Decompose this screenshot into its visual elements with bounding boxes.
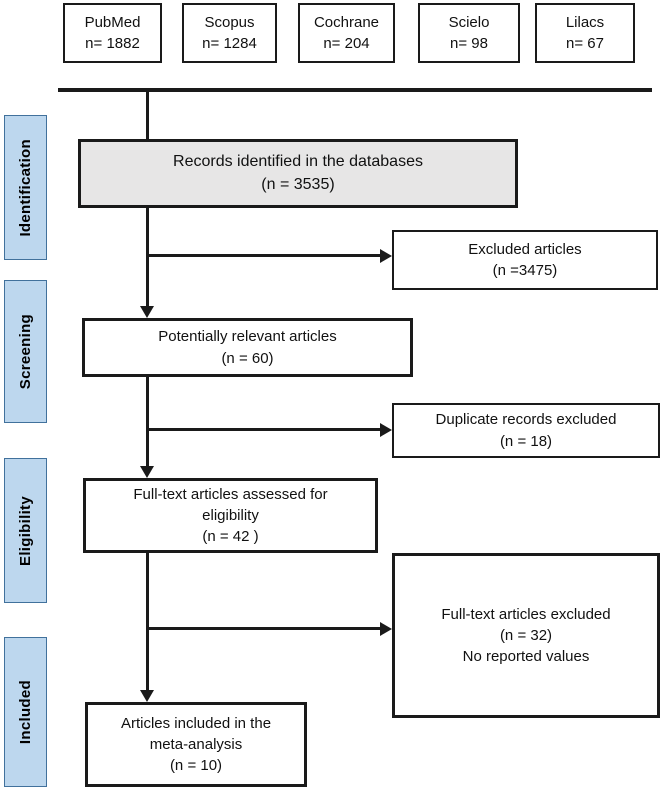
branch-duplicates: [146, 428, 382, 431]
source-box-cochrane: Cochrane n= 204: [298, 3, 395, 63]
connector-identified-to-relevant: [146, 208, 149, 307]
fulltext-assessed-text2: eligibility: [202, 506, 259, 524]
records-identified-box: Records identified in the databases (n =…: [78, 139, 518, 208]
source-count: n= 67: [566, 35, 604, 52]
stage-screening: Screening: [4, 280, 47, 423]
stage-label: Eligibility: [17, 495, 34, 566]
source-name: Scopus: [204, 13, 255, 31]
arrowhead-down-fulltext: [140, 466, 154, 478]
fulltext-assessed-box: Full-text articles assessed for eligibil…: [83, 478, 378, 553]
arrowhead-right-excluded: [380, 249, 392, 263]
connector-relevant-to-fulltext: [146, 377, 149, 467]
source-count: n= 98: [450, 35, 488, 52]
relevant-articles-box: Potentially relevant articles (n = 60): [82, 318, 413, 377]
source-box-lilacs: Lilacs n= 67: [535, 3, 635, 63]
stage-included: Included: [4, 637, 47, 787]
included-articles-count: (n = 10): [169, 757, 223, 775]
arrowhead-right-fulltext-excluded: [380, 622, 392, 636]
excluded-articles-count: (n =3475): [492, 262, 558, 279]
stage-label: Included: [17, 679, 34, 745]
source-box-scielo: Scielo n= 98: [418, 3, 520, 63]
fulltext-excluded-count: (n = 32): [499, 626, 553, 644]
source-count: n= 204: [323, 35, 370, 52]
source-box-scopus: Scopus n= 1284: [182, 3, 277, 63]
excluded-articles-box: Excluded articles (n =3475): [392, 230, 658, 290]
fulltext-excluded-text: Full-text articles excluded: [441, 605, 611, 623]
stage-label: Identification: [17, 138, 34, 237]
included-articles-text1: Articles included in the: [120, 714, 272, 732]
collector-line: [58, 88, 652, 92]
stage-eligibility: Eligibility: [4, 458, 47, 603]
source-count: n= 1284: [202, 35, 257, 52]
arrowhead-right-duplicates: [380, 423, 392, 437]
branch-fulltext-excluded: [146, 627, 382, 630]
excluded-articles-text: Excluded articles: [468, 240, 582, 258]
records-identified-text: Records identified in the databases: [173, 152, 423, 170]
duplicate-records-count: (n = 18): [499, 432, 553, 450]
connector-fulltext-to-included: [146, 553, 149, 691]
source-count: n= 1882: [85, 35, 140, 52]
duplicate-records-text: Duplicate records excluded: [435, 411, 617, 429]
source-name: Lilacs: [565, 13, 605, 31]
source-name: PubMed: [84, 13, 141, 31]
relevant-articles-count: (n = 60): [221, 349, 274, 367]
duplicate-records-box: Duplicate records excluded (n = 18): [392, 403, 660, 458]
source-name: Cochrane: [313, 13, 380, 31]
records-identified-count: (n = 3535): [261, 175, 335, 193]
branch-excluded: [146, 254, 382, 257]
relevant-articles-text: Potentially relevant articles: [158, 328, 337, 346]
stage-identification: Identification: [4, 115, 47, 260]
stage-label: Screening: [17, 313, 34, 390]
source-box-pubmed: PubMed n= 1882: [63, 3, 162, 63]
included-articles-text2: meta-analysis: [149, 735, 243, 753]
source-name: Scielo: [448, 13, 490, 31]
included-articles-box: Articles included in the meta-analysis (…: [85, 702, 307, 787]
arrowhead-down-included: [140, 690, 154, 702]
arrowhead-down-relevant: [140, 306, 154, 318]
connector-top-to-identified: [146, 91, 149, 139]
fulltext-excluded-box: Full-text articles excluded (n = 32) No …: [392, 553, 660, 718]
fulltext-excluded-reason: No reported values: [462, 648, 590, 666]
fulltext-assessed-count: (n = 42 ): [202, 528, 259, 546]
fulltext-assessed-text1: Full-text articles assessed for: [133, 485, 328, 503]
